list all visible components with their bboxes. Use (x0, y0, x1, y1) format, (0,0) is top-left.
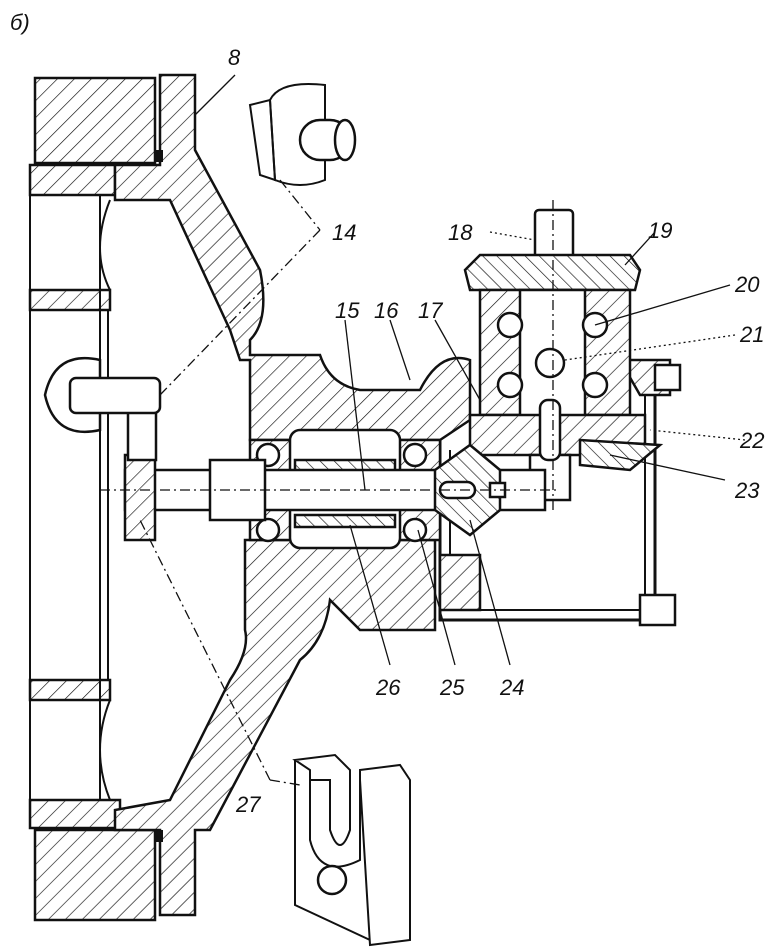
gearbox-lower-lug (438, 553, 482, 612)
label-15: 15 (335, 298, 360, 323)
upper-wall-rib (28, 163, 117, 197)
top-bolt-head (653, 363, 682, 392)
coupling-disk (123, 453, 157, 542)
leader-18 (489, 231, 536, 241)
shaft-collar (208, 458, 267, 522)
mid-rib-upper (28, 288, 112, 312)
label-18: 18 (448, 220, 473, 245)
label-19: 19 (648, 218, 672, 243)
shaft-key (538, 398, 562, 462)
left-frame (28, 76, 157, 922)
label-20: 20 (734, 272, 760, 297)
upper-flange-block (33, 76, 157, 165)
leader-25 (417, 529, 456, 666)
part-27-pictorial (292, 753, 411, 947)
label-24: 24 (499, 675, 524, 700)
label-22: 22 (739, 428, 764, 453)
label-17: 17 (418, 298, 443, 323)
label-27: 27 (235, 792, 261, 817)
lower-seal (155, 830, 163, 842)
right-bearing-ball-bottom (402, 517, 428, 543)
leader-27b (269, 779, 301, 786)
right-bearing-ball-top (402, 442, 428, 468)
bearing-cover (463, 253, 642, 292)
bottom-bolt-head (638, 593, 677, 627)
leader-24 (469, 519, 511, 666)
leader-19 (624, 231, 656, 266)
label-21: 21 (739, 322, 764, 347)
leader-14 (159, 229, 321, 396)
upper-seal (155, 150, 163, 162)
fork-left-face (294, 760, 371, 941)
sleeve-hatch-bottom (293, 513, 397, 529)
label-25: 25 (439, 675, 465, 700)
housing-upper-wall (113, 73, 472, 442)
leader-14b (279, 179, 321, 231)
fork-slot (309, 780, 361, 868)
housing-lower-wall (113, 538, 437, 917)
coupling-pin (68, 376, 162, 415)
lower-flange-block (33, 828, 157, 922)
part-labels: 8 14 15 16 17 18 19 20 21 22 23 24 25 26… (228, 45, 764, 817)
key-pin-end (333, 118, 357, 162)
leader-21 (564, 334, 736, 361)
leader-22 (649, 429, 746, 441)
label-16: 16 (374, 298, 399, 323)
label-14: 14 (332, 220, 356, 245)
coupling (68, 376, 162, 542)
lower-wall-rib (28, 798, 122, 830)
bearing-ball-ll (496, 371, 524, 399)
gearbox-inner-wall (449, 375, 646, 611)
leader-17 (434, 319, 481, 401)
fork-right-prong (359, 763, 411, 947)
label-8: 8 (228, 45, 241, 70)
leader-lines (100, 74, 746, 786)
leader-15 (344, 319, 366, 491)
key-plate-side (248, 98, 277, 182)
label-26: 26 (375, 675, 401, 700)
bearing-ball-lr (581, 371, 609, 399)
wall-curves (99, 199, 111, 801)
left-bearing-ball-bottom (255, 517, 281, 543)
leader-23 (609, 454, 726, 481)
inner-wall-lines (99, 195, 109, 800)
leader-26 (349, 524, 391, 666)
vertical-shaft-assembly (463, 208, 664, 502)
leader-8 (194, 74, 236, 116)
gearbox-housing (438, 358, 682, 627)
shaft-nut (534, 347, 566, 379)
fork-hole (316, 864, 348, 896)
leader-16 (389, 319, 411, 381)
panel-label: б) (10, 10, 30, 35)
gear-tooth-rim (578, 438, 664, 472)
part-14-pictorial (248, 83, 357, 186)
fork-top (292, 753, 351, 846)
label-23: 23 (734, 478, 760, 503)
leader-27 (139, 519, 271, 781)
leader-20 (594, 284, 731, 326)
bearing-ball-ul (496, 311, 524, 339)
mid-rib-lower (28, 678, 112, 702)
